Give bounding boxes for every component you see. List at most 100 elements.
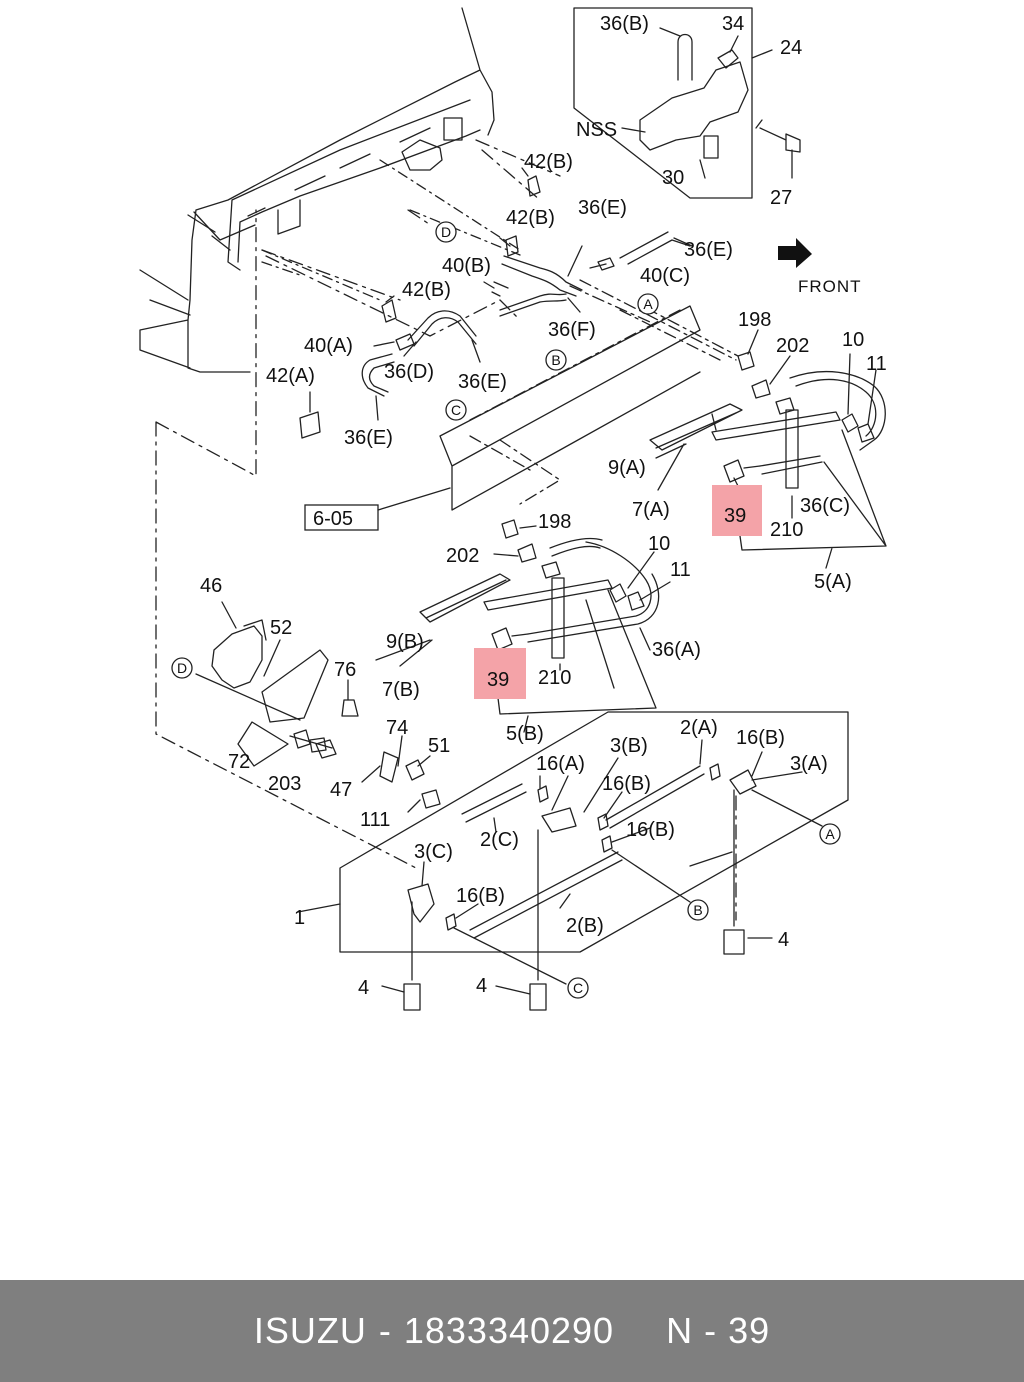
spacer-202-lower: [517, 543, 537, 563]
circle-letter-a-lower: A: [825, 826, 835, 842]
cowl-panel: [439, 305, 701, 511]
callout-label: 42(B): [524, 151, 573, 173]
callout-label: 36(B): [600, 13, 649, 35]
callout-label: 16(B): [736, 727, 785, 749]
callout-labels: 36(B) 34 24 NSS 27 30 42(B) 42(B) 36(E) …: [200, 13, 887, 999]
callout-label: 10: [648, 533, 670, 555]
leader-lines-lower-wiper: [493, 525, 671, 671]
circle-letter-d-lower: D: [177, 660, 187, 676]
washer-tank-cab: [401, 117, 463, 171]
motor-leaders: [195, 601, 431, 813]
leader-lines-upper-right: [711, 329, 877, 519]
leader-lines-upper: [621, 27, 793, 179]
front-label: FRONT: [798, 277, 862, 296]
washer-cap-34: [717, 49, 739, 69]
circle-ref-d-lower: [171, 657, 193, 679]
parts-diagram: FRONT 6-05 D A B C D A B C 36(B) 34 24 N…: [139, 7, 887, 1011]
callout-label: 36(A): [652, 639, 701, 661]
bracket-42b-2: [505, 235, 519, 257]
wiper-blade-9b: [419, 573, 511, 623]
callout-label: 2(A): [680, 717, 718, 739]
link-rod-2b: [469, 851, 623, 939]
cap-198-upper: [737, 351, 755, 371]
nut-203: [315, 739, 337, 759]
nozzle-39a: [723, 459, 761, 483]
circle-ref-d-upper: [435, 221, 457, 243]
callout-label: 1: [294, 907, 305, 929]
cab-dash-lines: [247, 127, 431, 217]
hose-36d: [407, 310, 477, 347]
callout-label: 76: [334, 659, 356, 681]
circle-ref-c-upper: [445, 399, 467, 421]
callout-label: 3(B): [610, 735, 648, 757]
pivot-shaft-210b: [551, 577, 565, 659]
callout-label: 11: [670, 559, 691, 581]
cowl-dashed: [469, 285, 721, 505]
motor-46: [211, 619, 267, 689]
hose-upper-lower-wiper: [549, 537, 603, 557]
callout-label: 36(E): [458, 371, 507, 393]
bracket-42a: [299, 411, 321, 439]
callout-label: 202: [776, 335, 809, 357]
callout-label: 36(C): [800, 495, 850, 517]
callout-label: 52: [270, 617, 292, 639]
callout-label: 10: [842, 329, 864, 351]
callout-label: 202: [446, 545, 479, 567]
callout-label: 16(B): [456, 885, 505, 907]
linkage-box: [339, 711, 849, 953]
crank-47: [379, 751, 399, 783]
callout-label: 42(B): [402, 279, 451, 301]
callout-label: 74: [386, 717, 408, 739]
cab-upper-line: [227, 99, 471, 271]
callout-label: 16(B): [626, 819, 675, 841]
callout-label: 36(D): [384, 361, 434, 383]
hose-36c: [759, 455, 823, 475]
footer-part-number: 1833340290: [403, 1310, 615, 1351]
callout-label: 4: [778, 929, 789, 951]
callout-label: 198: [538, 511, 571, 533]
hose-36f: [499, 293, 567, 317]
highlight-39-lower-label: 39: [487, 669, 509, 691]
callout-label: 9(A): [608, 457, 646, 479]
callout-label: 34: [722, 13, 744, 35]
callout-label: 40(B): [442, 255, 491, 277]
nut-51: [405, 759, 425, 781]
ref-box-label: 6-05: [313, 508, 353, 530]
circle-ref-b-upper: [545, 349, 567, 371]
circle-letter-b-upper: B: [551, 352, 560, 368]
callout-label: 210: [538, 667, 571, 689]
callout-label: 24: [780, 37, 802, 59]
callout-label: 5(A): [814, 571, 852, 593]
bracket-5b: [375, 589, 657, 733]
callout-label: 36(F): [548, 319, 596, 341]
callout-label: 4: [358, 977, 369, 999]
callout-label: 42(A): [266, 365, 315, 387]
callout-label: 36(E): [578, 197, 627, 219]
callout-label: 27: [770, 187, 792, 209]
callout-label: 3(A): [790, 753, 828, 775]
circle-letter-c-lower: C: [573, 980, 583, 996]
circle-ref-c-lower: [567, 977, 589, 999]
spacer-202-upper: [751, 379, 771, 399]
bolt-27: [759, 127, 801, 153]
callout-label: 16(A): [536, 753, 585, 775]
bushing-16: [445, 763, 721, 931]
callout-label: 7(B): [382, 679, 420, 701]
callout-label: 3(C): [414, 841, 453, 863]
footer-item-code: N - 39: [666, 1310, 771, 1351]
footer-bar: ISUZU - 1833340290 N - 39: [0, 1280, 1024, 1382]
motor-bracket: [261, 649, 329, 723]
callout-label: 30: [662, 167, 684, 189]
callout-label: 11: [866, 353, 887, 375]
callout-label: 4: [476, 975, 487, 997]
callout-label: 198: [738, 309, 771, 331]
circle-letter-b-lower: B: [693, 902, 702, 918]
callout-label: 36(E): [684, 239, 733, 261]
washer-lower: [541, 561, 561, 579]
callout-label: 40(C): [640, 265, 690, 287]
dashed-ref-left: [155, 209, 421, 871]
ref-box: [304, 504, 379, 531]
nozzle-39b: [491, 627, 529, 651]
washer-tank: [639, 61, 749, 151]
wiper-blade-9a: [649, 403, 743, 451]
